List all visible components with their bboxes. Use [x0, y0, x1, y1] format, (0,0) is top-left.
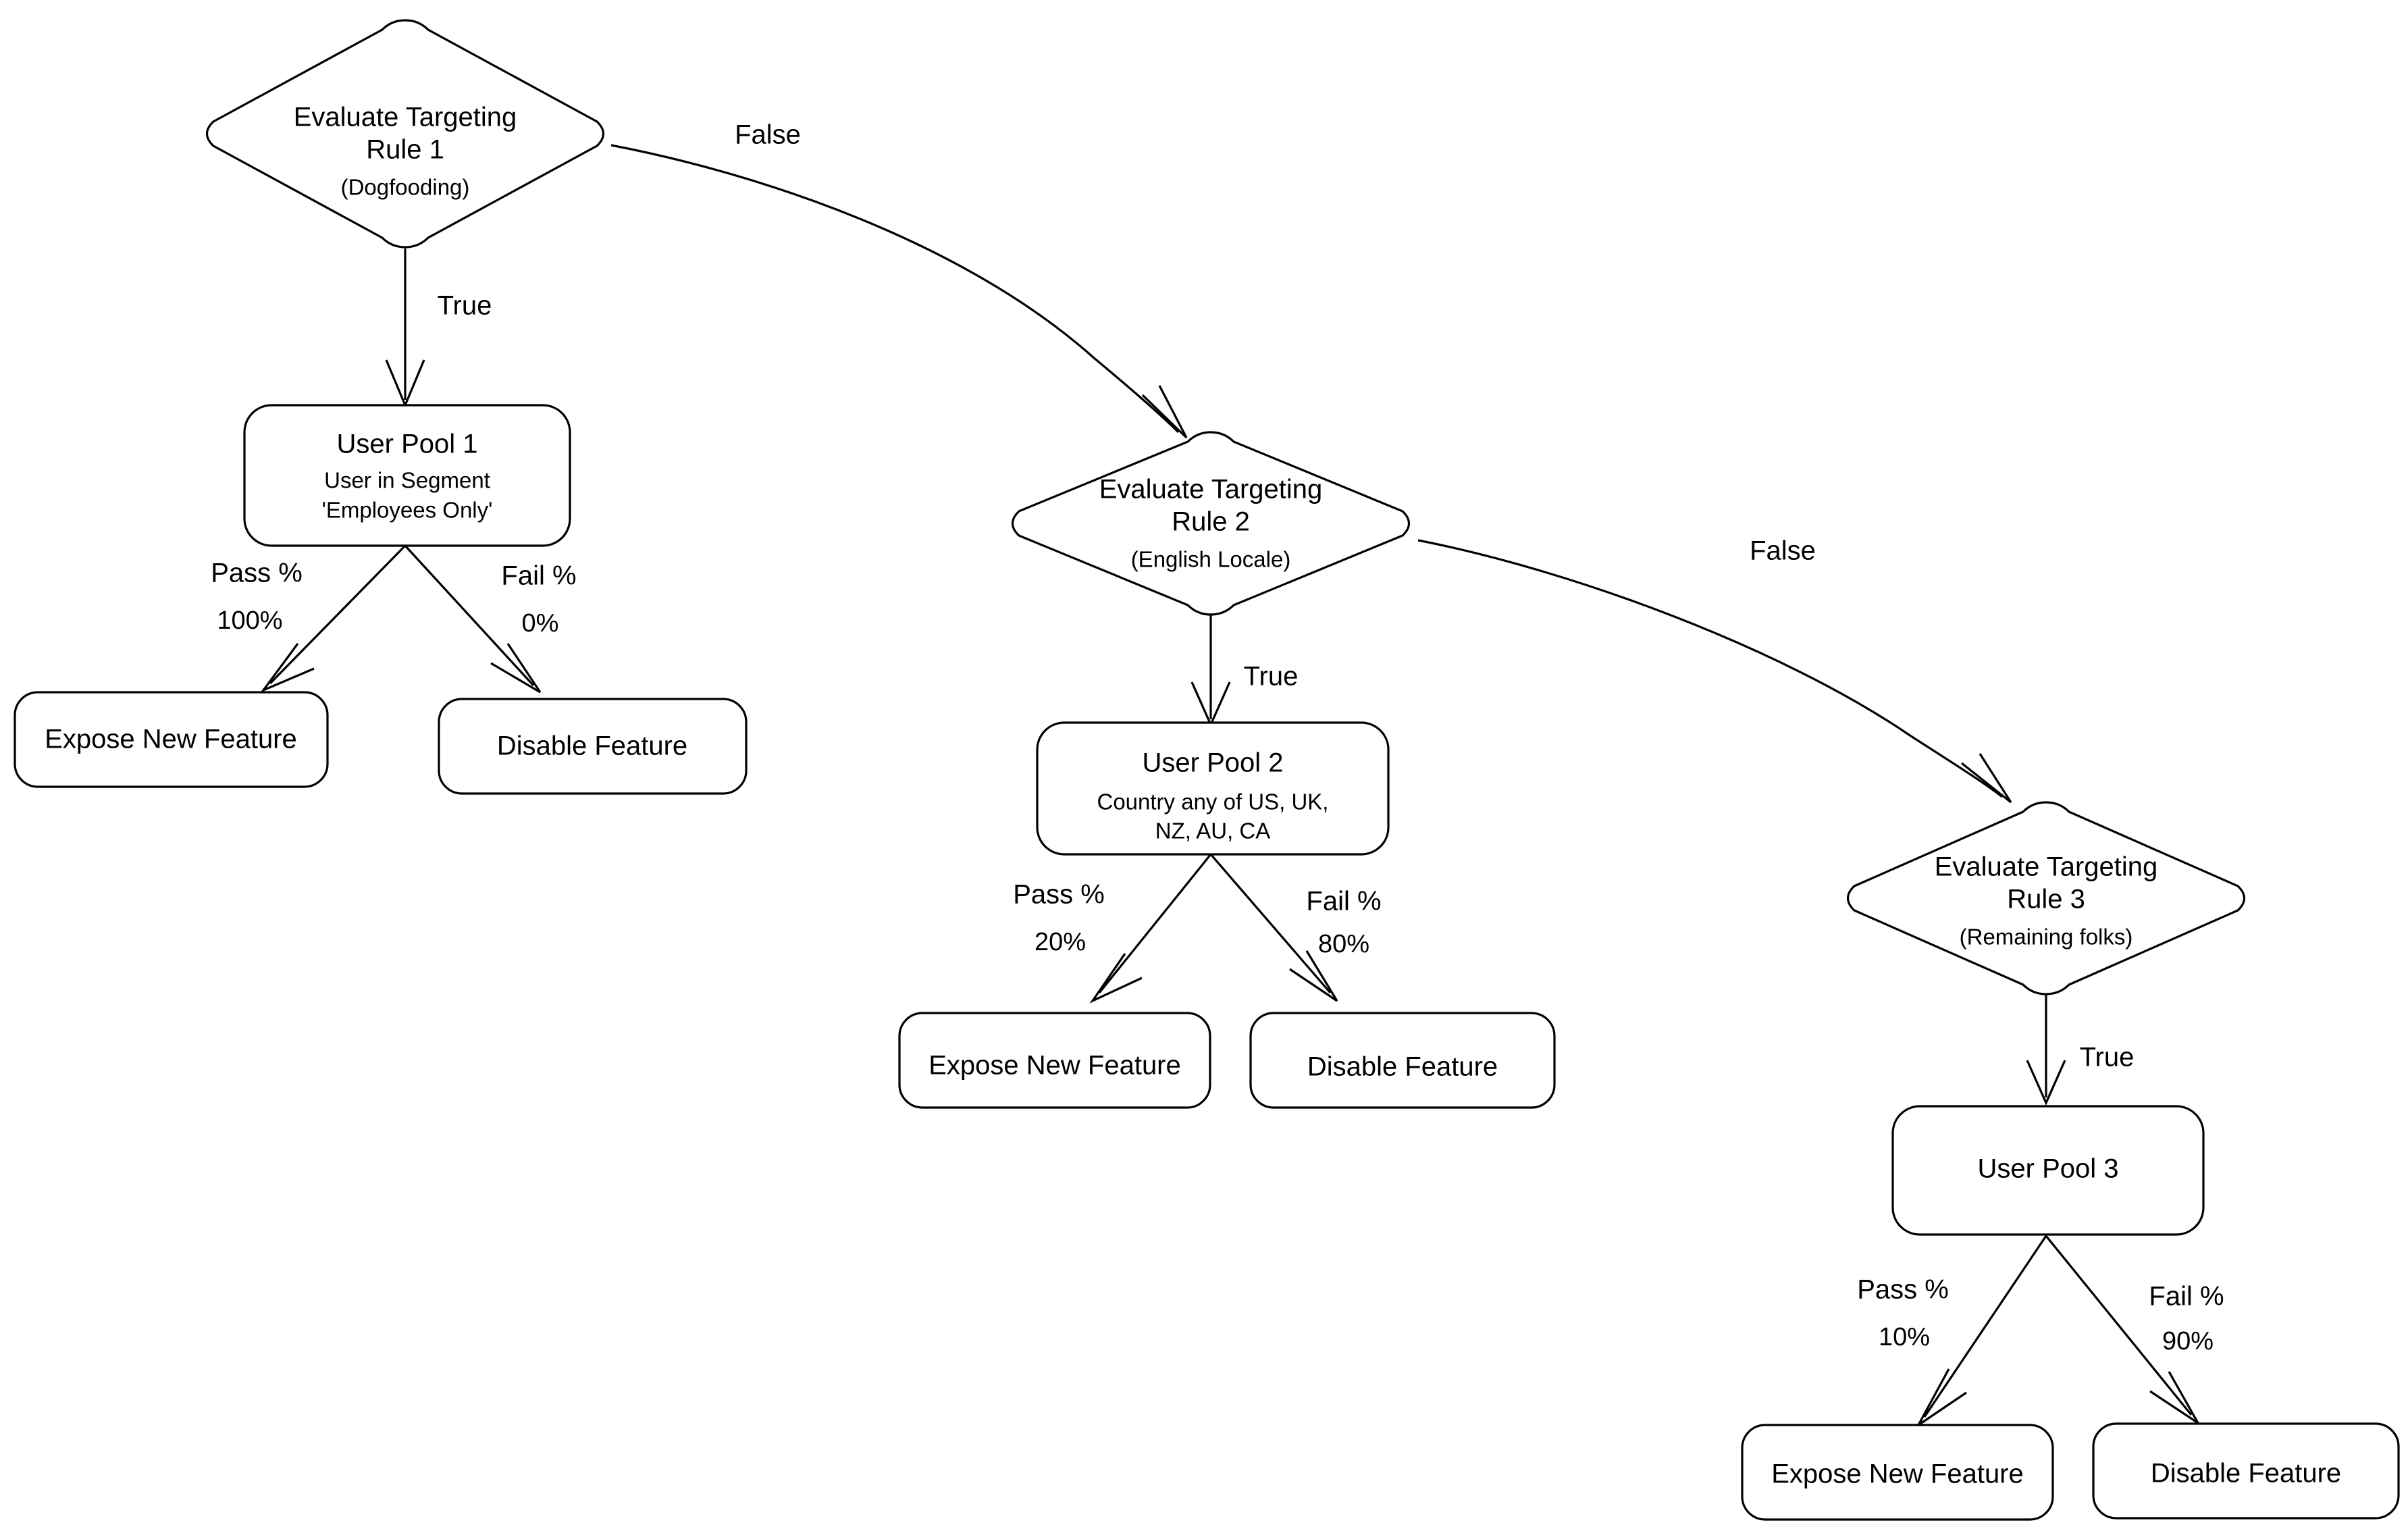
node-rule1[interactable]: Evaluate Targeting Rule 1 (Dogfooding) [205, 19, 605, 249]
edge-label-pool2-pass: Pass % [1013, 880, 1105, 910]
edge-value-pool2-pass: 20% [1035, 928, 1086, 956]
edge-value-pool1-fail: 0% [522, 609, 559, 638]
edge-label-pool1-pass: Pass % [211, 559, 303, 588]
node-pool2-sub-line1: Country any of US, UK, [1097, 789, 1329, 814]
node-expose1[interactable]: Expose New Feature [14, 691, 329, 788]
node-rule1-subtitle: (Dogfooding) [341, 175, 470, 200]
node-pool1-title: User Pool 1 [337, 430, 478, 459]
edge-value-pool1-pass: 100% [217, 606, 282, 635]
edge-label-pool3-fail: Fail % [2149, 1282, 2224, 1312]
edge-pool2-pass [1089, 853, 1212, 1004]
node-disable2[interactable]: Disable Feature [1249, 1012, 1556, 1109]
node-expose2-label: Expose New Feature [928, 1051, 1181, 1081]
node-expose3[interactable]: Expose New Feature [1741, 1424, 2054, 1521]
edge-pool2-fail [1209, 853, 1338, 1002]
node-rule1-title-line1: Evaluate Targeting [294, 103, 517, 132]
node-disable3-label: Disable Feature [2151, 1459, 2341, 1488]
edge-value-pool3-fail: 90% [2162, 1327, 2214, 1355]
node-rule2-title-line2: Rule 2 [1172, 507, 1250, 537]
node-disable1[interactable]: Disable Feature [438, 698, 748, 795]
edge-pool3-pass [1917, 1235, 2047, 1426]
node-rule2-subtitle: (English Locale) [1131, 547, 1291, 572]
node-expose2[interactable]: Expose New Feature [898, 1012, 1211, 1109]
node-pool2[interactable]: User Pool 2 Country any of US, UK, NZ, A… [1036, 721, 1390, 856]
node-pool1-sub-line1: User in Segment [324, 468, 490, 493]
edge-pool1-pass [260, 544, 407, 693]
edge-label-rule2-true: True [1244, 662, 1299, 692]
node-expose3-label: Expose New Feature [1771, 1459, 2024, 1489]
node-rule2[interactable]: Evaluate Targeting Rule 2 (English Local… [1011, 431, 1411, 616]
edge-rule1-true [385, 249, 425, 409]
node-rule2-title-line1: Evaluate Targeting [1099, 475, 1323, 504]
node-pool2-title: User Pool 2 [1143, 748, 1284, 778]
node-pool2-sub-line2: NZ, AU, CA [1155, 819, 1271, 844]
edge-rule3-true [2026, 993, 2066, 1106]
edge-label-pool2-fail: Fail % [1306, 887, 1381, 916]
node-rule1-title-line2: Rule 1 [366, 135, 444, 165]
edge-label-rule3-true: True [2080, 1043, 2135, 1072]
node-pool3[interactable]: User Pool 3 [1891, 1105, 2205, 1236]
edge-rule2-false [1417, 539, 2012, 804]
edge-rule2-true [1190, 615, 1231, 727]
node-disable3[interactable]: Disable Feature [2092, 1422, 2400, 1520]
node-rule3-title-line1: Evaluate Targeting [1935, 852, 2158, 882]
node-rule3-subtitle: (Remaining folks) [1960, 925, 2133, 950]
edge-label-rule1-false: False [735, 120, 801, 150]
node-pool3-title: User Pool 3 [1978, 1154, 2119, 1184]
edge-label-rule1-true: True [438, 291, 492, 321]
node-rule3-title-line2: Rule 3 [2007, 885, 2085, 914]
node-disable1-label: Disable Feature [497, 731, 687, 761]
node-disable2-label: Disable Feature [1307, 1052, 1498, 1082]
edge-label-pool3-pass: Pass % [1857, 1275, 1949, 1305]
edge-label-rule2-false: False [1750, 536, 1816, 566]
edge-label-pool1-fail: Fail % [501, 561, 576, 591]
edge-rule1-false [610, 144, 1188, 439]
node-expose1-label: Expose New Feature [45, 725, 297, 754]
node-rule3[interactable]: Evaluate Targeting Rule 3 (Remaining fol… [1846, 801, 2246, 995]
node-pool1[interactable]: User Pool 1 User in Segment 'Employees O… [243, 404, 571, 547]
edge-pool1-fail [404, 544, 542, 694]
edge-value-pool3-pass: 10% [1879, 1323, 1930, 1351]
node-pool1-sub-line2: 'Employees Only' [322, 498, 493, 523]
edge-value-pool2-fail: 80% [1318, 930, 1369, 958]
